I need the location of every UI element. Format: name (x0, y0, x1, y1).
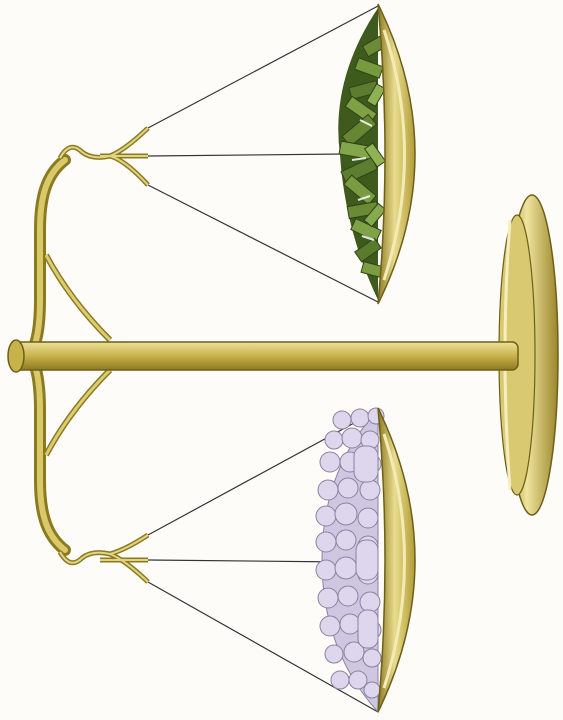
money-pile (338, 8, 387, 300)
hook-upper (60, 128, 148, 185)
pan-upper (378, 4, 415, 304)
hook-lower (60, 535, 148, 582)
pan-lower (378, 408, 415, 712)
scale-pole (8, 340, 518, 372)
people-crowd (316, 408, 384, 712)
